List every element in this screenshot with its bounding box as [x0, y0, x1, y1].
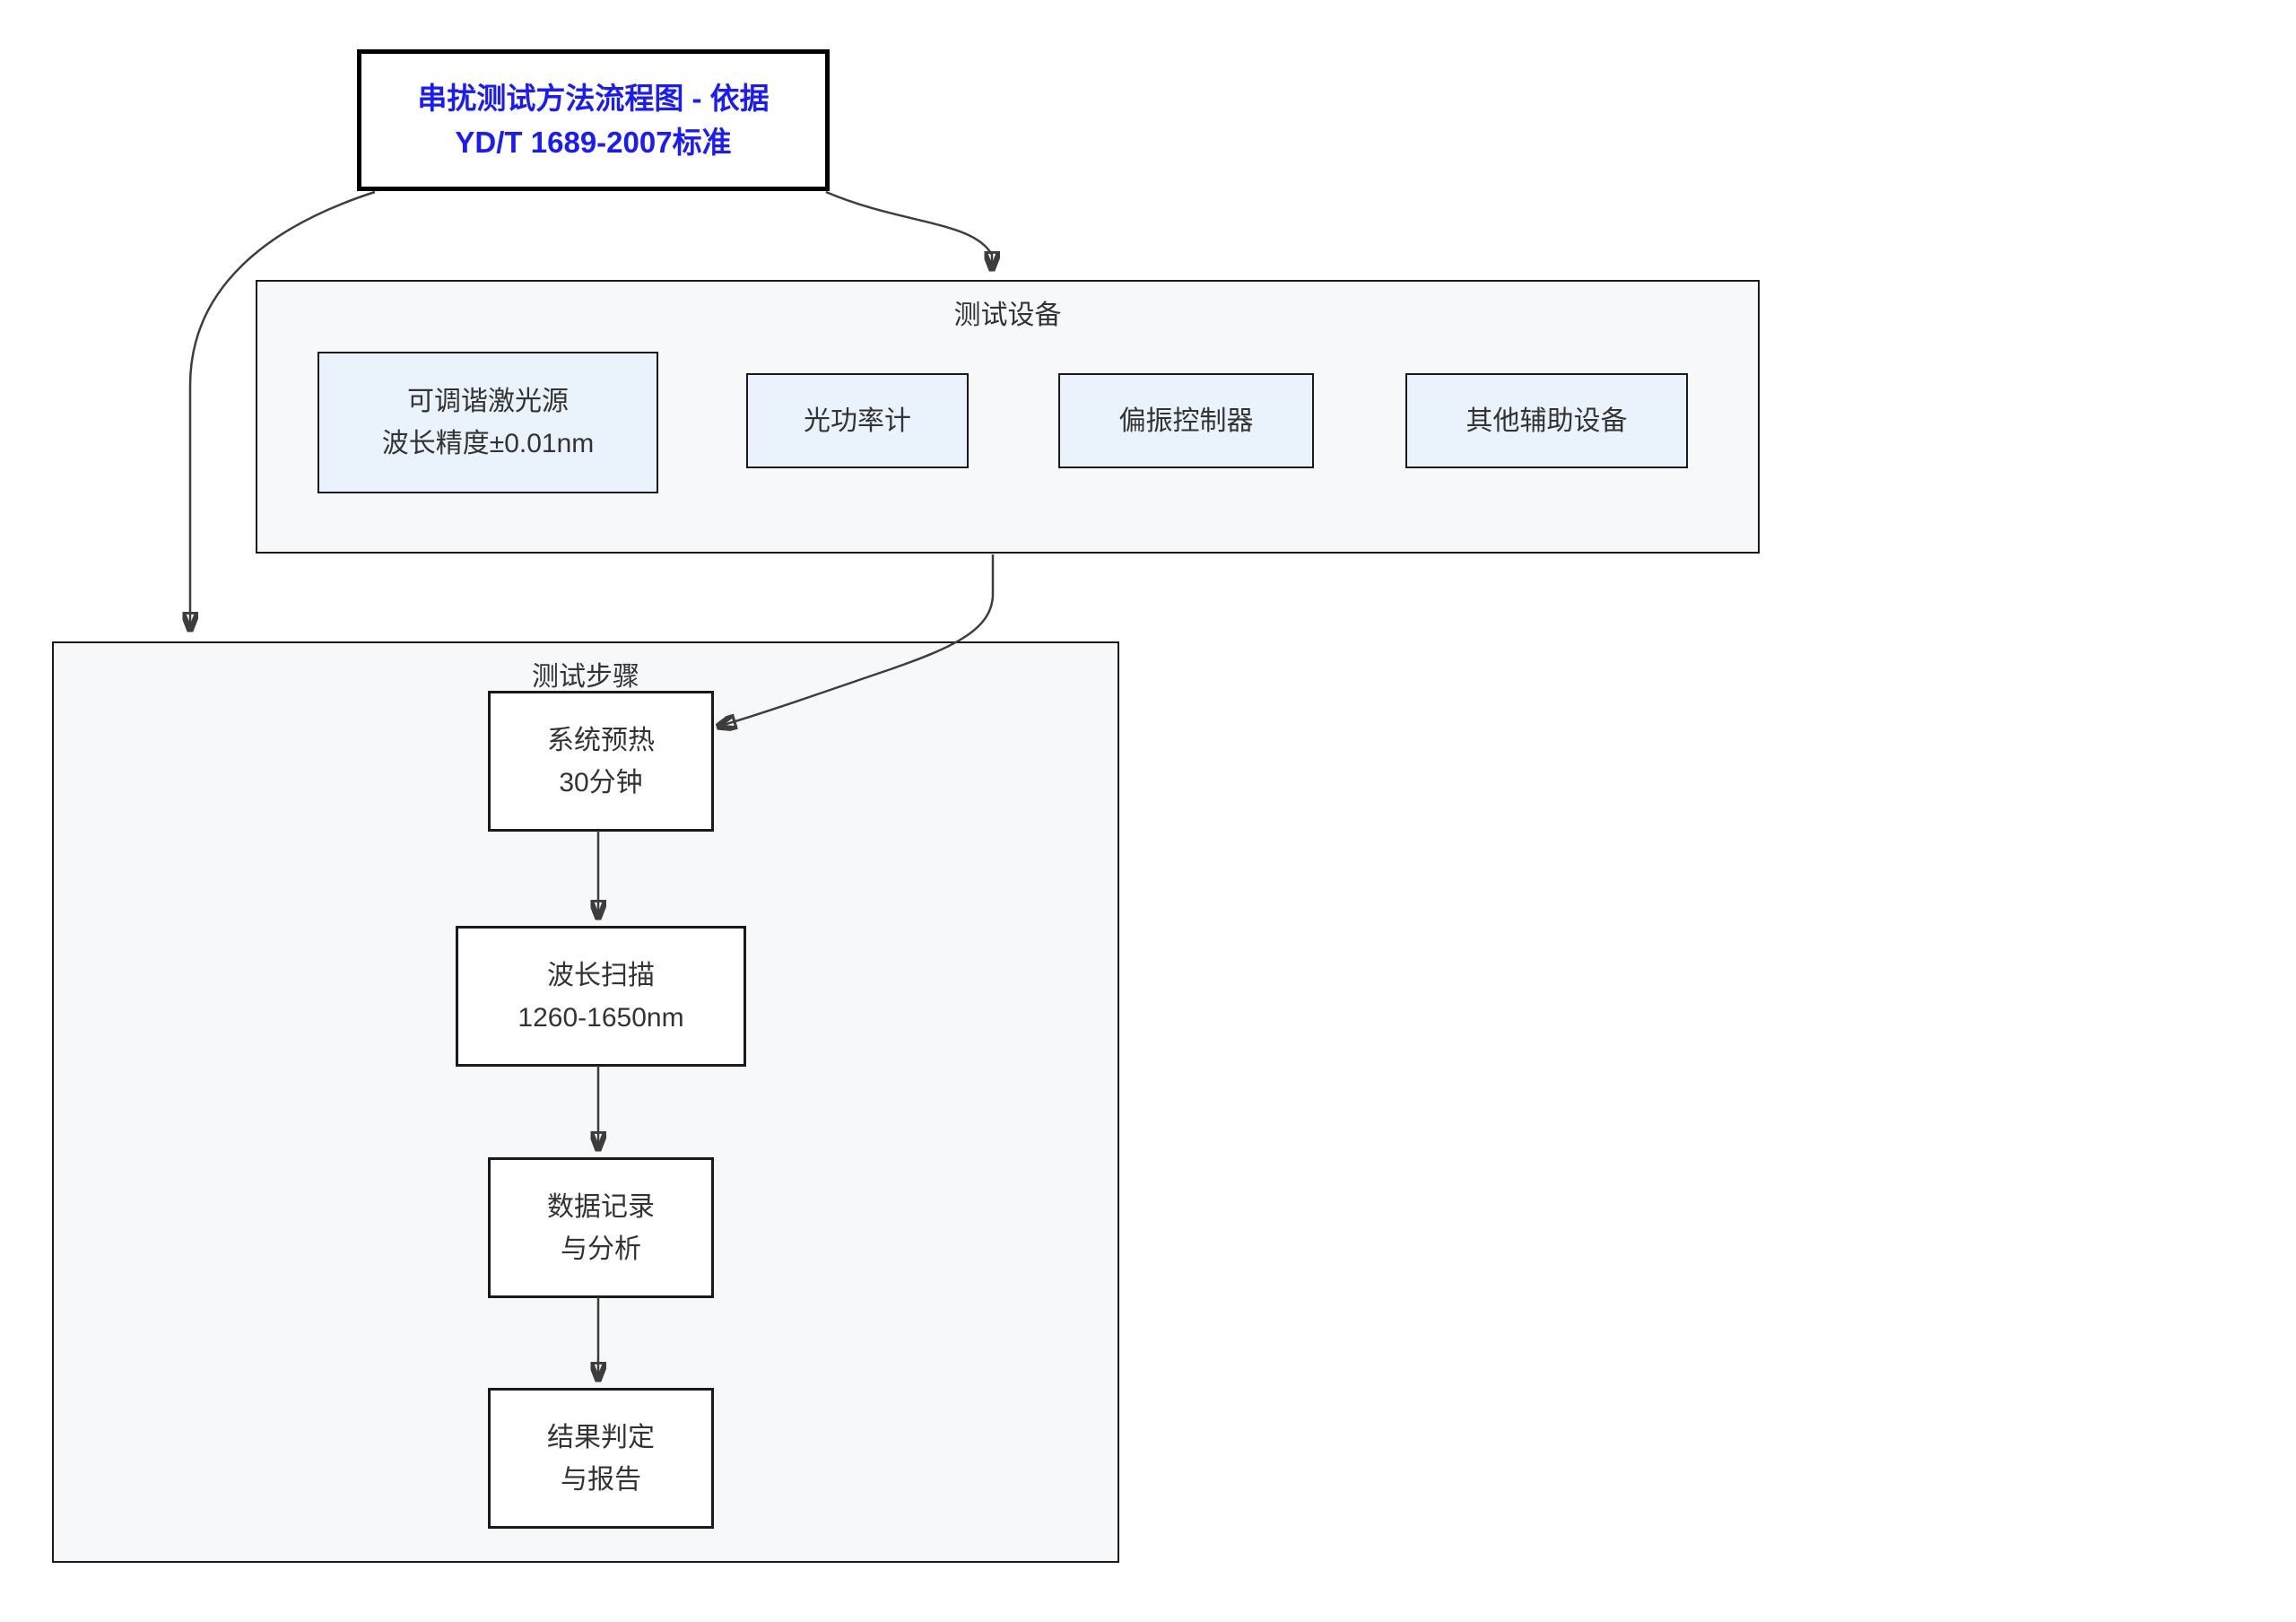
- node-power-meter: 光功率计: [746, 373, 969, 468]
- node-wavelength-scan-line-1: 波长扫描: [547, 960, 655, 990]
- node-power-meter-label: 光功率计: [804, 406, 911, 436]
- steps-container: 测试步骤 系统预热 30分钟 波长扫描 1260-1650nm 数据记录 与分析…: [52, 641, 1119, 1563]
- node-tunable-laser: 可调谐激光源 波长精度±0.01nm: [317, 352, 658, 493]
- node-data-recording-line-2: 与分析: [561, 1234, 641, 1264]
- node-system-warmup-line-1: 系统预热: [547, 725, 655, 755]
- node-wavelength-scan-line-2: 1260-1650nm: [517, 1002, 684, 1033]
- node-data-recording: 数据记录 与分析: [488, 1157, 714, 1298]
- node-tunable-laser-line-1: 可调谐激光源: [407, 387, 569, 416]
- node-wavelength-scan: 波长扫描 1260-1650nm: [456, 926, 746, 1067]
- node-polarization-controller: 偏振控制器: [1058, 373, 1314, 468]
- arrow-title-to-equipment: [825, 190, 992, 270]
- equipment-container: 测试设备 可调谐激光源 波长精度±0.01nm 光功率计 偏振控制器 其他辅助设…: [256, 280, 1760, 554]
- node-other-equipment-label: 其他辅助设备: [1465, 406, 1628, 436]
- title-line-2: YD/T 1689-2007标准: [455, 126, 732, 159]
- node-data-recording-line-1: 数据记录: [547, 1191, 655, 1222]
- node-polarization-controller-label: 偏振控制器: [1118, 406, 1254, 436]
- title-node: 串扰测试方法流程图 - 依据 YD/T 1689-2007标准: [357, 49, 830, 191]
- title-line-1: 串扰测试方法流程图 - 依据: [417, 82, 770, 115]
- node-tunable-laser-line-2: 波长精度±0.01nm: [381, 429, 595, 458]
- node-other-equipment: 其他辅助设备: [1405, 373, 1688, 468]
- node-system-warmup-line-2: 30分钟: [559, 767, 643, 798]
- node-result-judgment-line-2: 与报告: [561, 1464, 641, 1495]
- equipment-container-label: 测试设备: [953, 301, 1062, 330]
- node-result-judgment: 结果判定 与报告: [488, 1388, 714, 1529]
- node-result-judgment-line-1: 结果判定: [547, 1422, 655, 1452]
- node-system-warmup: 系统预热 30分钟: [488, 691, 714, 832]
- steps-container-label: 测试步骤: [532, 662, 639, 692]
